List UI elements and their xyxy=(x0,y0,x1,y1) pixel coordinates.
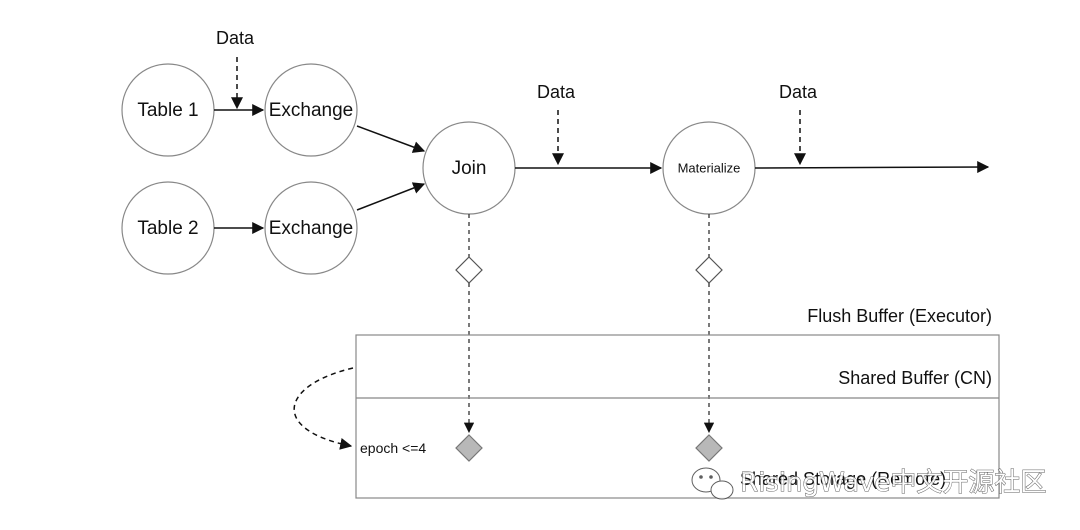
buffer-stack: Flush Buffer (Executor) Shared Buffer (C… xyxy=(355,306,1000,499)
materialize-flush-path xyxy=(695,214,723,462)
node-label: Join xyxy=(452,158,487,179)
data-input-top: Data xyxy=(216,28,255,110)
flush-buffer-label: Flush Buffer (Executor) xyxy=(807,306,992,326)
watermark-text: RisingWave中文开源社区 xyxy=(740,468,1046,498)
watermark: RisingWave中文开源社区 xyxy=(691,467,1047,500)
data-label-3: Data xyxy=(779,82,818,102)
node-label: Materialize xyxy=(678,160,741,175)
data-input-materialize: Data xyxy=(779,82,818,166)
epoch-loop-arrow xyxy=(293,367,354,450)
node-table-2: Table 2 xyxy=(121,181,215,275)
shared-storage-label: Shared Storage (Remote) xyxy=(740,469,946,489)
wechat-icon xyxy=(691,467,734,500)
node-label: Table 1 xyxy=(137,100,198,121)
data-label-2: Data xyxy=(537,82,576,102)
data-input-join: Data xyxy=(537,82,576,166)
join-flush-path xyxy=(455,214,483,462)
shared-buffer-label: Shared Buffer (CN) xyxy=(838,368,992,388)
node-label: Exchange xyxy=(269,218,354,239)
node-materialize: Materialize xyxy=(662,121,756,215)
data-label-1: Data xyxy=(216,28,255,48)
node-exchange-2: Exchange xyxy=(264,181,358,275)
diamond-icon xyxy=(695,256,723,284)
epoch-label: epoch <=4 xyxy=(360,440,426,456)
edges xyxy=(214,104,990,234)
diamond-filled-icon xyxy=(455,434,483,462)
diamond-filled-icon xyxy=(695,434,723,462)
node-join: Join xyxy=(422,121,516,215)
diamond-icon xyxy=(455,256,483,284)
node-table-1: Table 1 xyxy=(121,63,215,157)
node-label: Exchange xyxy=(269,100,354,121)
node-exchange-1: Exchange xyxy=(264,63,358,157)
node-label: Table 2 xyxy=(137,218,198,239)
